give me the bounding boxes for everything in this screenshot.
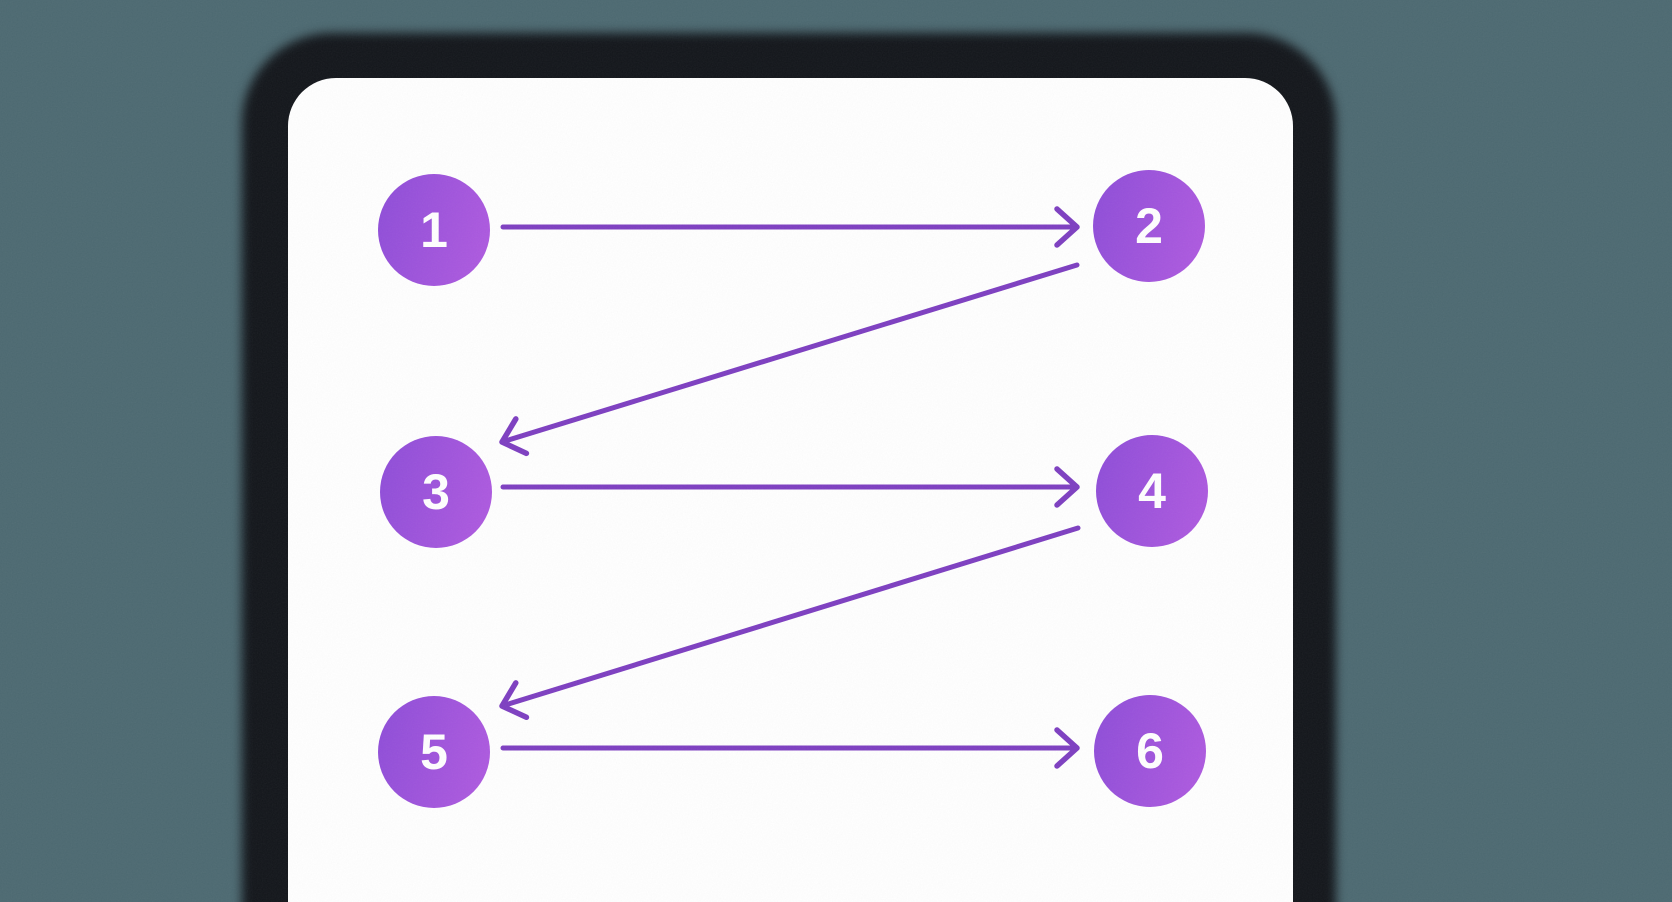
diagram-node-1: 1 [378,174,490,286]
node-label: 2 [1135,198,1163,254]
node-label: 6 [1136,723,1164,779]
diagram-node-3: 3 [380,436,492,548]
diagram-node-4: 4 [1096,435,1208,547]
node-label: 5 [420,724,448,780]
node-label: 1 [420,202,448,258]
diagram-node-6: 6 [1094,695,1206,807]
diagram-node-2: 2 [1093,170,1205,282]
diagram-node-5: 5 [378,696,490,808]
node-label: 3 [422,464,450,520]
node-label: 4 [1138,463,1166,519]
